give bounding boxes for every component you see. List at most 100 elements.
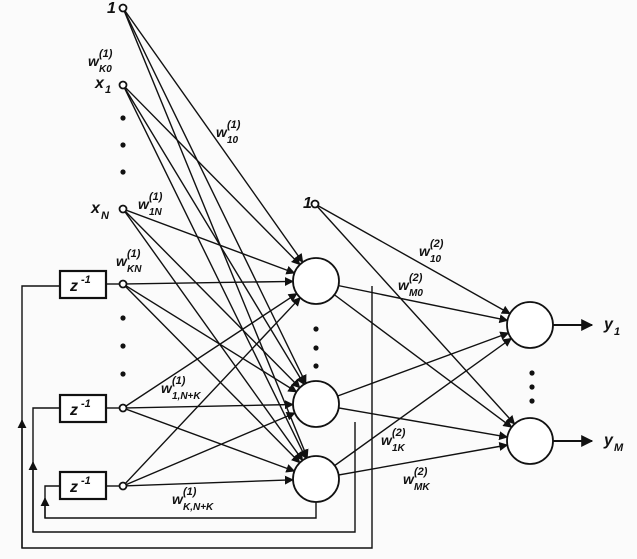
context-terminal-K xyxy=(118,481,128,491)
edge-in5-h1 xyxy=(122,412,296,487)
edge-hbias-o1 xyxy=(314,203,516,425)
input-xN-sub: N xyxy=(101,210,110,222)
edge-in2-h1 xyxy=(122,208,301,389)
context-terminal-1 xyxy=(118,279,128,289)
input-x1-sub: 1 xyxy=(105,84,111,96)
weight-label-wKNK: w (1) K,N+K xyxy=(172,486,214,513)
edge-in0-h2 xyxy=(122,7,309,459)
input-bias-label: 1 xyxy=(107,0,116,17)
svg-text:(1): (1) xyxy=(127,248,141,260)
edge-in5-h0 xyxy=(122,297,301,487)
svg-text:w: w xyxy=(403,471,415,487)
svg-text:(1): (1) xyxy=(99,48,113,60)
delay-unit-1: z -1 xyxy=(58,269,108,300)
ellipsis-dots xyxy=(120,115,535,404)
weight-label-w1NK: w (1) 1,N+K xyxy=(161,375,201,402)
svg-text:w: w xyxy=(88,53,100,69)
svg-text:(1): (1) xyxy=(227,119,241,131)
edge-in4-h2 xyxy=(122,407,296,473)
weight-label-w10-layer2: w (2) 10 xyxy=(419,238,444,265)
edge-in2-h2 xyxy=(122,208,304,462)
hidden-neuron-2 xyxy=(292,380,340,428)
weight-label-wKN: w (1) KN xyxy=(116,248,142,275)
edge-in0-h0 xyxy=(122,7,304,263)
svg-text:M0: M0 xyxy=(409,288,423,299)
edge-in1-h2 xyxy=(122,84,307,460)
weight-label-wMK: w (2) MK xyxy=(403,466,430,493)
svg-text:1K: 1K xyxy=(392,443,406,454)
delay-exponent: -1 xyxy=(81,475,91,487)
delay-unit-3: z -1 xyxy=(58,470,108,501)
svg-text:(2): (2) xyxy=(392,427,406,439)
edge-hbias-o0 xyxy=(314,203,511,315)
hidden-neuron-1 xyxy=(292,257,340,305)
svg-text:(1): (1) xyxy=(172,375,186,387)
svg-text:w: w xyxy=(161,380,173,396)
edge-h1-o0 xyxy=(315,331,510,405)
feedback-loops xyxy=(17,285,373,549)
svg-text:K,N+K: K,N+K xyxy=(183,502,214,513)
svg-text:(2): (2) xyxy=(430,238,444,250)
edge-in3-h0 xyxy=(122,277,294,287)
delay-exponent: -1 xyxy=(81,274,91,286)
svg-text:w: w xyxy=(381,432,393,448)
input-terminals xyxy=(118,3,320,491)
weight-labels: w (1) K0 w (1) 10 w (1) 1N w (1) KN w (1… xyxy=(88,48,444,513)
delay-label: z xyxy=(69,479,78,496)
svg-text:w: w xyxy=(398,277,410,293)
input-xN-label: x xyxy=(90,200,101,217)
edge-h2-o1 xyxy=(315,441,509,480)
svg-text:w: w xyxy=(216,124,228,140)
svg-text:w: w xyxy=(172,491,184,507)
input-bias-terminal xyxy=(118,3,128,13)
input-xN-terminal xyxy=(118,204,128,214)
svg-text:1N: 1N xyxy=(149,207,163,218)
svg-text:K0: K0 xyxy=(99,64,112,75)
output-y1-label: y xyxy=(603,316,614,333)
svg-text:(1): (1) xyxy=(183,486,197,498)
output-labels: y 1 y M xyxy=(603,316,624,454)
edge-in3-h2 xyxy=(122,283,301,464)
input-x1-label: x xyxy=(94,75,105,92)
output-yM-label: y xyxy=(603,432,614,449)
delay-unit-2: z -1 xyxy=(58,393,108,424)
hidden-bias-label: 1 xyxy=(303,195,312,212)
svg-text:w: w xyxy=(116,253,128,269)
edge-h0-o0 xyxy=(315,280,509,324)
svg-text:(2): (2) xyxy=(409,272,423,284)
hidden-bias-terminal xyxy=(310,199,320,209)
edge-in4-h1 xyxy=(122,400,294,410)
svg-text:(2): (2) xyxy=(414,466,428,478)
weight-label-w1N: w (1) 1N xyxy=(138,191,163,218)
svg-text:w: w xyxy=(419,243,431,259)
delay-exponent: -1 xyxy=(81,398,91,410)
edge-h0-o1 xyxy=(315,280,513,428)
edge-in1-h1 xyxy=(122,84,305,386)
svg-text:10: 10 xyxy=(430,254,442,265)
delay-label: z xyxy=(69,278,78,295)
delay-label: z xyxy=(69,402,78,419)
edge-in4-h0 xyxy=(122,293,298,409)
svg-text:KN: KN xyxy=(127,264,142,275)
svg-text:1,N+K: 1,N+K xyxy=(172,391,201,402)
weight-label-wM0: w (2) M0 xyxy=(398,272,423,299)
output-y1-sub: 1 xyxy=(614,326,620,338)
edge-in0-h1 xyxy=(122,7,307,385)
neurons xyxy=(292,257,554,503)
output-neuron-1 xyxy=(506,301,554,349)
weight-label-w10-layer1: w (1) 10 xyxy=(216,119,241,146)
svg-text:MK: MK xyxy=(414,482,430,493)
edge-in2-h0 xyxy=(122,208,296,275)
weight-label-wK0: w (1) K0 xyxy=(88,48,113,75)
svg-text:(1): (1) xyxy=(149,191,163,203)
edge-in3-h1 xyxy=(122,283,298,393)
output-neuron-M xyxy=(506,417,554,465)
connections xyxy=(122,7,516,487)
input-x1-terminal xyxy=(118,80,128,90)
context-terminal-2 xyxy=(118,403,128,413)
hidden-neuron-K xyxy=(292,455,340,503)
edge-h2-o0 xyxy=(315,337,513,480)
edge-h1-o1 xyxy=(315,403,509,441)
